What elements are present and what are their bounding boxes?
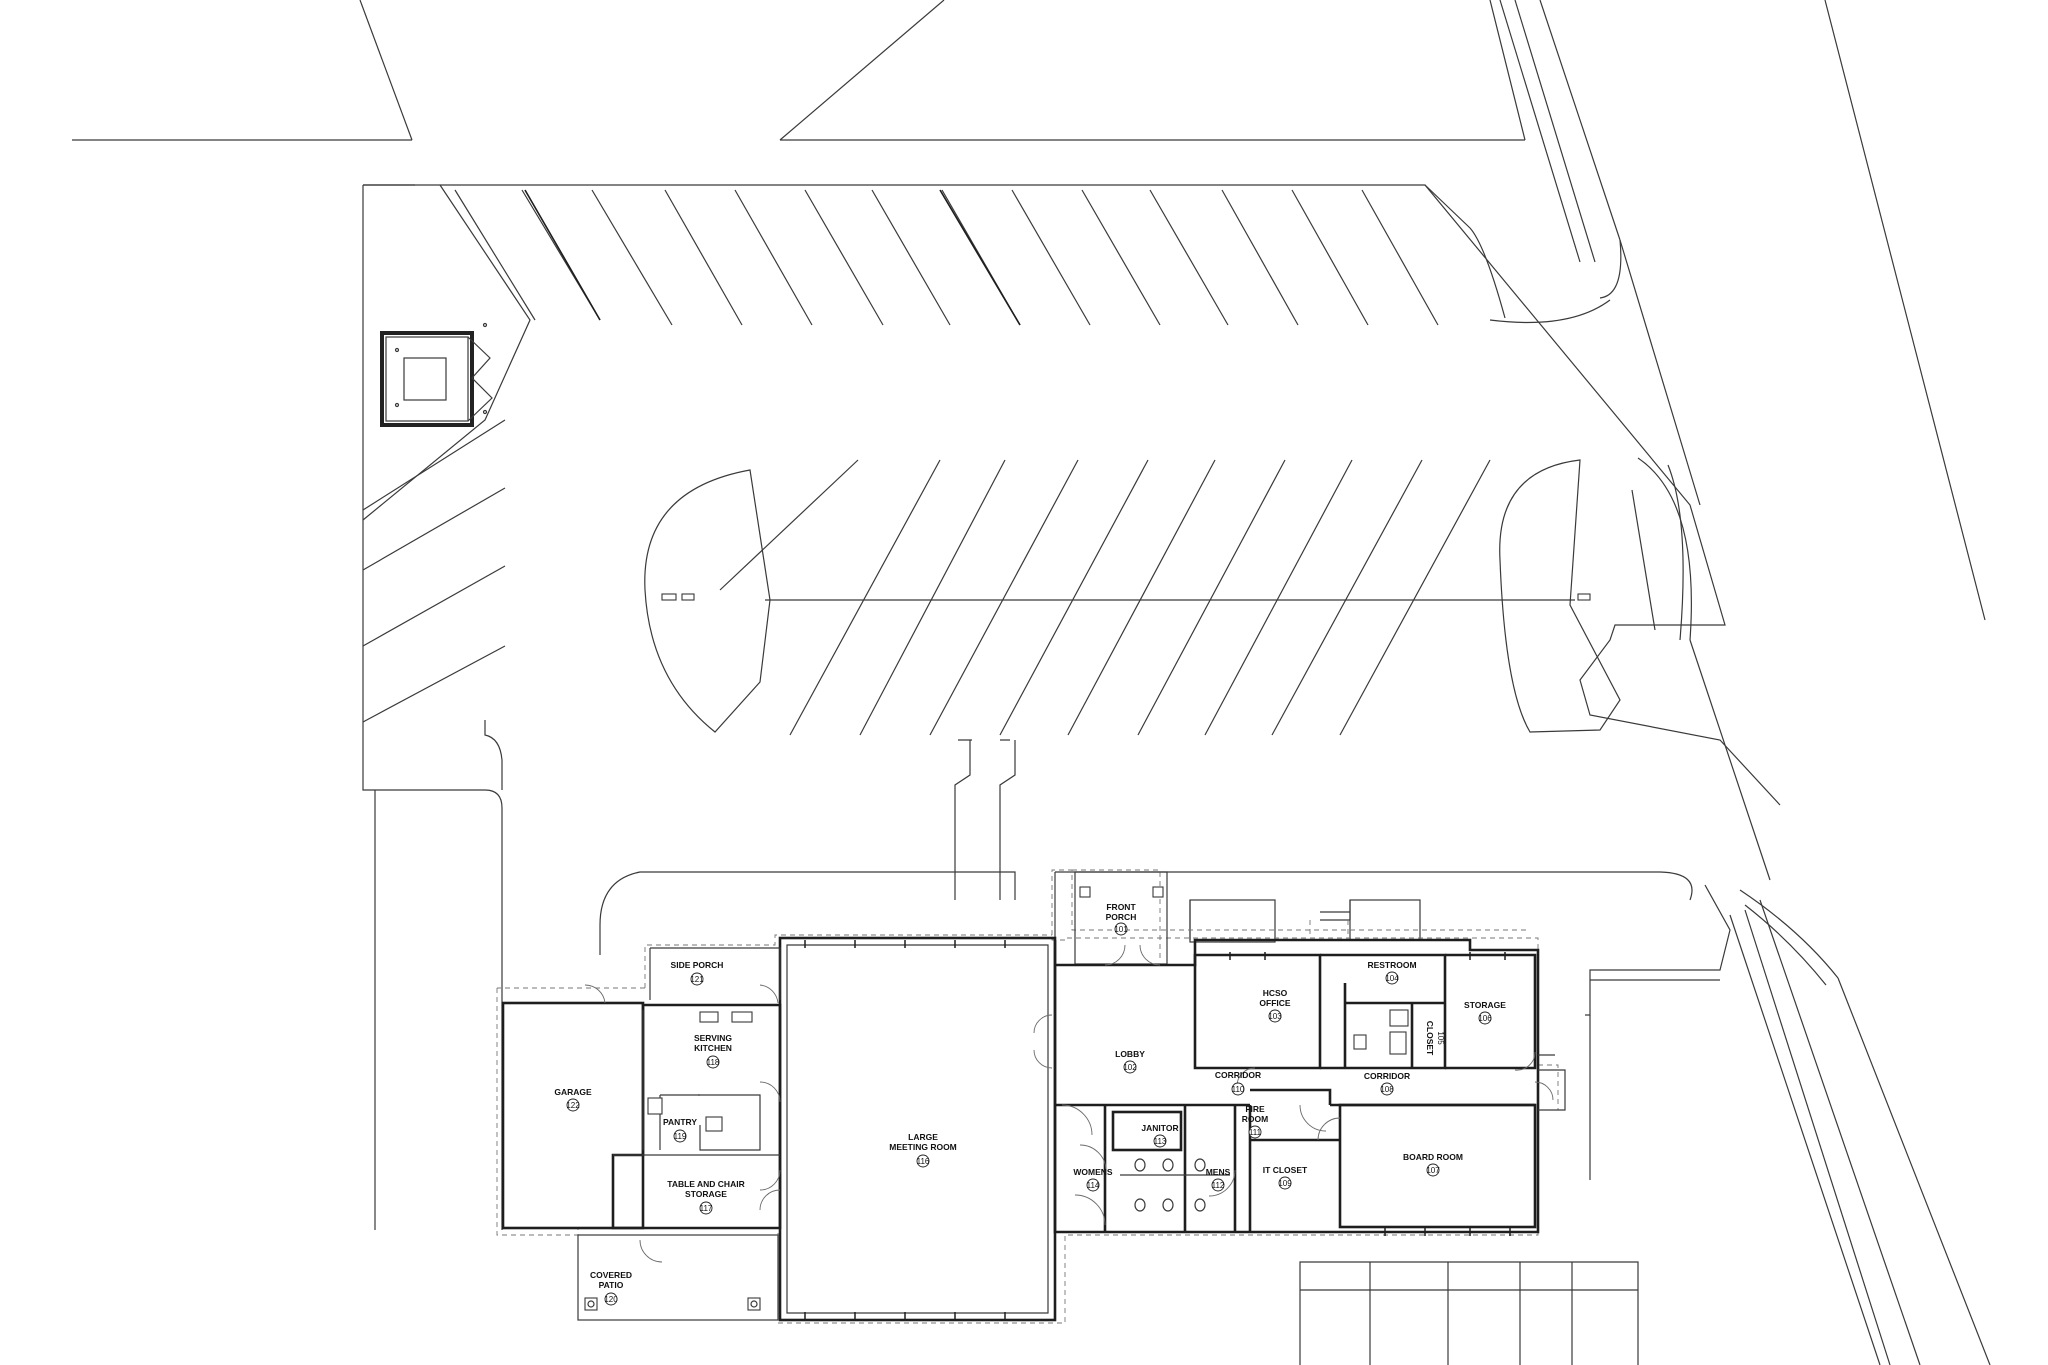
svg-text:122: 122 [566, 1101, 580, 1110]
svg-text:LARGE: LARGE [908, 1132, 938, 1142]
svg-text:102: 102 [1123, 1063, 1137, 1072]
svg-text:KITCHEN: KITCHEN [694, 1043, 732, 1053]
svg-text:TABLE AND CHAIR: TABLE AND CHAIR [667, 1179, 744, 1189]
svg-text:OFFICE: OFFICE [1259, 998, 1290, 1008]
svg-text:FIRE: FIRE [1245, 1104, 1265, 1114]
svg-text:WOMENS: WOMENS [1073, 1167, 1113, 1177]
svg-text:MEETING ROOM: MEETING ROOM [889, 1142, 957, 1152]
svg-text:RESTROOM: RESTROOM [1367, 960, 1416, 970]
svg-text:120: 120 [604, 1295, 618, 1304]
site-context [72, 0, 1991, 1365]
room-label-hcso-office: HCSO OFFICE 103 [1259, 988, 1291, 1023]
svg-text:104: 104 [1385, 974, 1399, 983]
svg-text:JANITOR: JANITOR [1141, 1123, 1178, 1133]
svg-text:114: 114 [1087, 1181, 1100, 1190]
svg-text:113: 113 [1154, 1137, 1167, 1146]
room-label-table-chair-storage: TABLE AND CHAIR STORAGE 117 [667, 1179, 745, 1215]
room-label-restroom: RESTROOM 104 [1367, 960, 1417, 985]
svg-text:SIDE PORCH: SIDE PORCH [671, 960, 724, 970]
svg-text:103: 103 [1268, 1012, 1282, 1021]
svg-text:BOARD ROOM: BOARD ROOM [1403, 1152, 1463, 1162]
svg-text:IT CLOSET: IT CLOSET [1263, 1165, 1308, 1175]
svg-text:CORRIDOR: CORRIDOR [1364, 1071, 1410, 1081]
svg-text:PORCH: PORCH [1106, 912, 1137, 922]
svg-text:106: 106 [1478, 1014, 1492, 1023]
svg-text:PANTRY: PANTRY [663, 1117, 697, 1127]
room-label-pantry: PANTRY 119 [663, 1117, 697, 1143]
svg-text:105: 105 [1436, 1031, 1445, 1045]
svg-text:101: 101 [1114, 925, 1128, 934]
svg-text:STORAGE: STORAGE [685, 1189, 727, 1199]
svg-text:STORAGE: STORAGE [1464, 1000, 1506, 1010]
svg-text:110: 110 [1232, 1085, 1245, 1094]
svg-text:112: 112 [1212, 1181, 1225, 1190]
svg-text:SERVING: SERVING [694, 1033, 732, 1043]
room-label-storage: STORAGE 106 [1464, 1000, 1506, 1025]
room-label-lobby: LOBBY 102 [1115, 1049, 1145, 1074]
building-footprint [496, 869, 1566, 1324]
svg-text:LOBBY: LOBBY [1115, 1049, 1145, 1059]
room-label-board-room: BOARD ROOM 107 [1403, 1152, 1463, 1177]
svg-text:COVERED: COVERED [590, 1270, 632, 1280]
svg-text:121: 121 [690, 975, 704, 984]
room-label-closet: CLOSET 105 [1425, 1021, 1445, 1056]
room-label-garage: GARAGE 122 [554, 1087, 592, 1112]
room-label-large-meeting-room: LARGE MEETING ROOM 116 [889, 1132, 957, 1168]
svg-text:CORRIDOR: CORRIDOR [1215, 1070, 1261, 1080]
svg-text:HCSO: HCSO [1263, 988, 1288, 998]
room-label-fire-room: FIRE ROOM 111 [1242, 1104, 1268, 1139]
svg-text:CLOSET: CLOSET [1425, 1021, 1435, 1056]
svg-text:109: 109 [1278, 1179, 1292, 1188]
room-label-covered-patio: COVERED PATIO 120 [590, 1270, 632, 1306]
svg-text:108: 108 [1380, 1085, 1394, 1094]
room-label-mens: MENS 112 [1206, 1167, 1231, 1192]
room-label-janitor: JANITOR 113 [1141, 1123, 1179, 1148]
room-label-corridor-110: CORRIDOR 110 [1215, 1070, 1261, 1096]
walkways [374, 789, 1731, 1365]
room-label-side-porch: SIDE PORCH 121 [671, 960, 724, 986]
room-label-corridor-108: CORRIDOR 108 [1364, 1071, 1410, 1096]
svg-text:GARAGE: GARAGE [554, 1087, 592, 1097]
svg-text:116: 116 [917, 1157, 930, 1166]
svg-text:119: 119 [674, 1132, 687, 1141]
room-label-it-closet: IT CLOSET 109 [1263, 1165, 1308, 1190]
parking-lot [362, 184, 1781, 900]
svg-text:107: 107 [1426, 1166, 1440, 1175]
svg-text:ROOM: ROOM [1242, 1114, 1268, 1124]
svg-text:PATIO: PATIO [599, 1280, 624, 1290]
room-label-serving-kitchen: SERVING KITCHEN 118 [694, 1033, 732, 1069]
svg-text:117: 117 [700, 1204, 713, 1213]
room-label-front-porch: FRONT PORCH 101 [1106, 902, 1137, 936]
room-label-womens: WOMENS 114 [1073, 1167, 1113, 1192]
svg-text:MENS: MENS [1206, 1167, 1231, 1177]
svg-text:111: 111 [1249, 1128, 1262, 1137]
room-labels: FRONT PORCH 101 LOBBY 102 HCSO OFFICE 10… [554, 902, 1506, 1306]
svg-text:118: 118 [707, 1058, 720, 1067]
svg-text:FRONT: FRONT [1106, 902, 1136, 912]
